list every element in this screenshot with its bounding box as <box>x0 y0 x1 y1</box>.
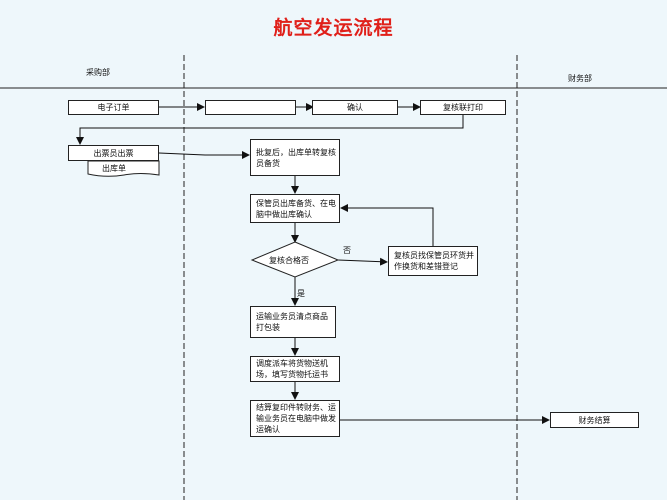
node-outbound-slip: 出库单 <box>102 164 126 173</box>
lane-finance: 财务部 <box>568 74 592 83</box>
label-no: 否 <box>343 246 351 255</box>
node-electronic-order: 电子订单 <box>68 100 159 115</box>
node-review-prepare: 批复后，出库单转复核员备货 <box>250 139 340 176</box>
node-dispatch: 调度派车将货物送机场，填写货物托运书 <box>250 356 340 382</box>
decision-diamond <box>250 241 340 278</box>
node-blank <box>205 100 296 115</box>
node-confirm: 确认 <box>312 100 398 115</box>
outbound-slip-shape <box>87 160 160 177</box>
node-exchange: 复核员找保管员环货并作换货和差错登记 <box>388 246 478 276</box>
node-ticketing: 出票员出票 <box>68 145 159 161</box>
node-pack: 运输业务员清点商品打包装 <box>250 306 336 338</box>
node-finance-settlement: 财务结算 <box>550 412 639 428</box>
arrow-check-no <box>337 257 388 266</box>
arrow-ticketing-to-review <box>158 151 250 159</box>
node-review-print: 复核联打印 <box>420 100 506 115</box>
decision-label: 复核合格否 <box>269 256 309 265</box>
node-keeper-confirm: 保管员出库备货、在电脑中做出库确认 <box>250 194 340 223</box>
page-title: 航空发运流程 <box>273 17 394 39</box>
arrow-print-to-ticketing <box>76 115 464 145</box>
label-yes: 是 <box>297 289 305 298</box>
arrow-exchange-back <box>340 204 434 246</box>
node-settle: 结算复印件转财务、运输业务员在电脑中做发运确认 <box>250 400 340 437</box>
lane-purchasing: 采购部 <box>86 68 110 77</box>
